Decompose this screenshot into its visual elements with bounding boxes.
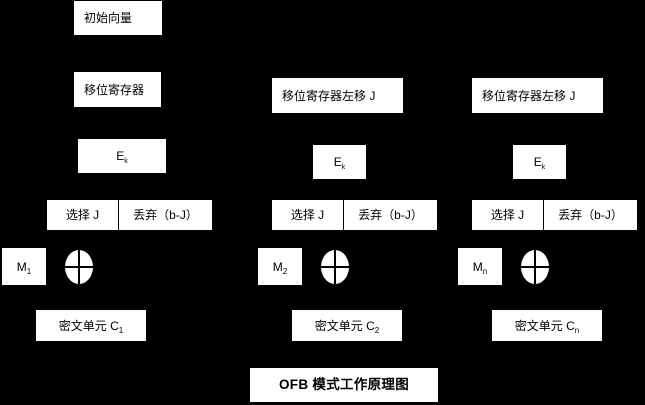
select-box-1: 选择 J <box>47 200 118 230</box>
encrypt-letter-3: E <box>533 155 542 169</box>
encrypt-subscript-3: k <box>541 164 546 171</box>
ciphertext-subscript-3: n <box>574 325 580 335</box>
ciphertext-box-3: 密文单元 Cn <box>492 310 602 341</box>
ciphertext-subscript-1: 1 <box>118 325 124 335</box>
message-subscript-2: 2 <box>282 266 288 276</box>
message-label-3: Mn <box>472 259 488 276</box>
encrypt-subscript-2: k <box>341 164 346 171</box>
ciphertext-box-2: 密文单元 C2 <box>292 310 402 341</box>
message-subscript-1: 1 <box>26 266 32 276</box>
select-label-1: 选择 J <box>65 208 100 222</box>
select-box-3: 选择 J <box>472 200 543 230</box>
discard-label-2: 丢弃（b-J） <box>358 208 423 222</box>
shift-register-label-1: 移位寄存器 <box>84 82 145 97</box>
message-subscript-3: n <box>482 266 488 276</box>
discard-label-3: 丢弃（b-J） <box>558 208 623 222</box>
encrypt-box-3: Ek <box>513 145 566 179</box>
discard-box-3: 丢弃（b-J） <box>544 200 637 230</box>
discard-box-1: 丢弃（b-J） <box>119 200 212 230</box>
encrypt-letter-2: E <box>333 155 342 169</box>
shift-register-box-1: 移位寄存器 <box>74 72 161 107</box>
encrypt-subscript-1: k <box>124 158 128 165</box>
diagram-title-box: OFB 模式工作原理图 <box>250 368 438 402</box>
message-letter-3: M <box>472 259 483 274</box>
encrypt-box-2: Ek <box>313 145 366 179</box>
discard-box-2: 丢弃（b-J） <box>344 200 437 230</box>
encrypt-label-3: Ek <box>533 155 546 171</box>
initial-vector-box-1: 初始向量 <box>74 1 162 35</box>
encrypt-label-2: Ek <box>333 155 346 171</box>
ciphertext-label-1: 密文单元 C1 <box>58 318 124 335</box>
ciphertext-subscript-2: 2 <box>374 325 380 335</box>
discard-label-1: 丢弃（b-J） <box>133 208 198 222</box>
ciphertext-text-2: 密文单元 C <box>314 318 375 333</box>
message-letter-2: M <box>272 259 283 274</box>
select-label-3: 选择 J <box>490 208 525 222</box>
message-box-2: M2 <box>258 248 302 285</box>
shift-register-box-3: 移位寄存器左移 J <box>472 78 603 113</box>
encrypt-box-1: Ek <box>78 139 166 173</box>
ciphertext-label-3: 密文单元 Cn <box>514 318 580 335</box>
message-label-1: M1 <box>16 259 32 276</box>
shift-register-label-3: 移位寄存器左移 J <box>482 88 576 103</box>
shift-register-label-2: 移位寄存器左移 J <box>282 88 376 103</box>
shift-register-box-2: 移位寄存器左移 J <box>272 78 403 113</box>
ciphertext-box-1: 密文单元 C1 <box>36 310 146 341</box>
diagram-title: OFB 模式工作原理图 <box>278 377 410 393</box>
select-label-2: 选择 J <box>290 208 325 222</box>
message-box-1: M1 <box>2 248 46 285</box>
encrypt-letter-1: E <box>116 149 125 163</box>
ciphertext-label-2: 密文单元 C2 <box>314 318 380 335</box>
select-box-2: 选择 J <box>272 200 343 230</box>
ciphertext-text-3: 密文单元 C <box>514 318 575 333</box>
message-letter-1: M <box>16 259 27 274</box>
message-label-2: M2 <box>272 259 288 276</box>
message-box-3: Mn <box>458 248 502 285</box>
ciphertext-text-1: 密文单元 C <box>58 318 119 333</box>
initial-vector-label-1: 初始向量 <box>84 11 133 25</box>
encrypt-label-1: Ek <box>116 149 128 165</box>
